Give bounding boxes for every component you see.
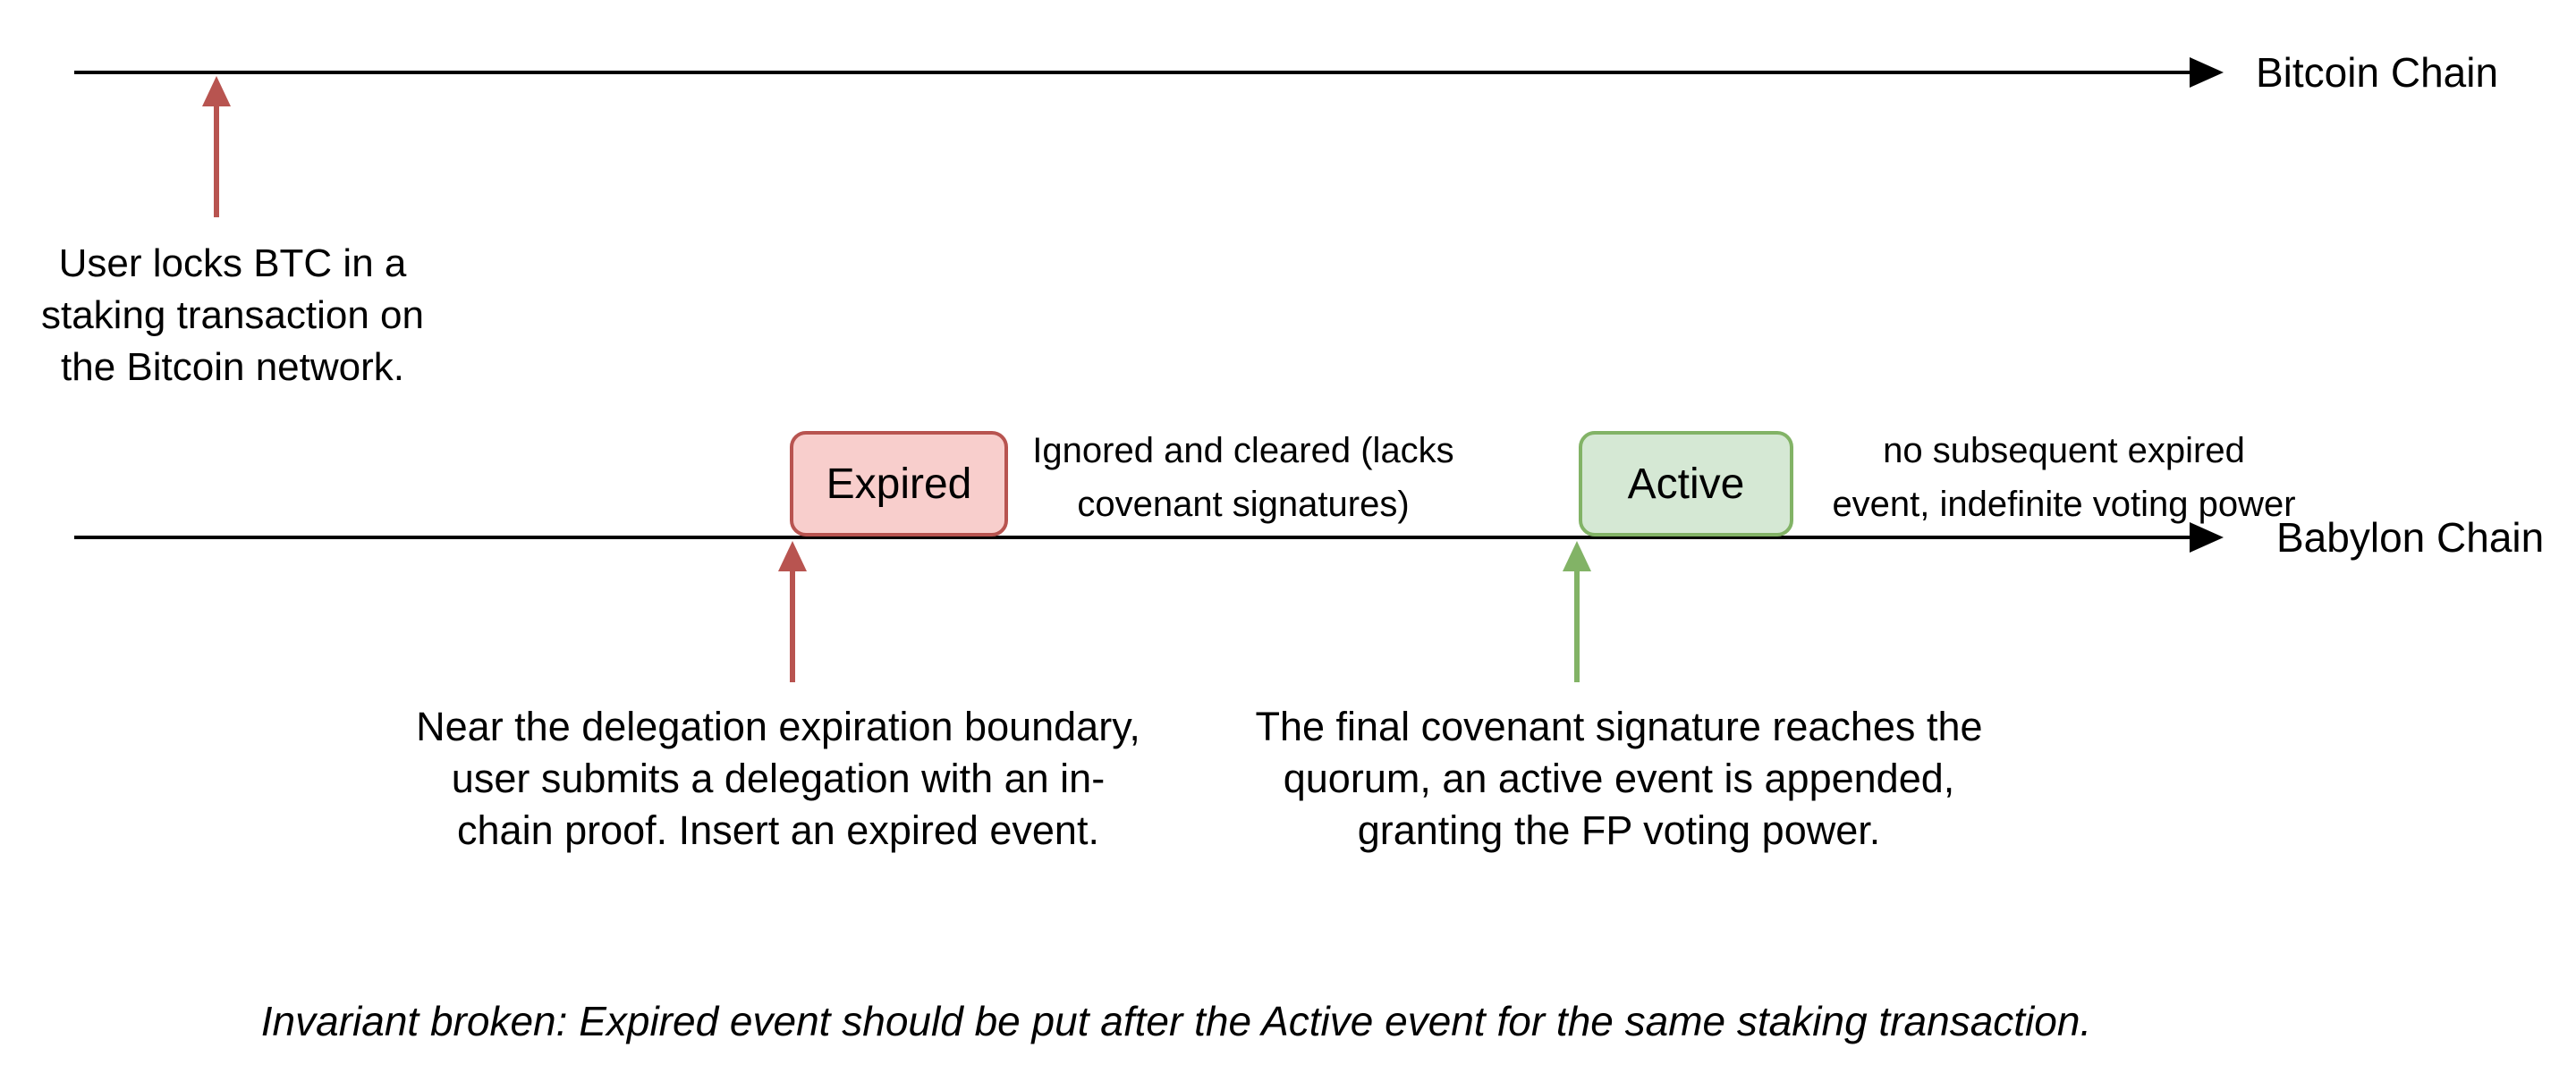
- active-annotation: The final covenant signature reaches the…: [1216, 701, 2021, 857]
- expired-event-label: Expired: [826, 460, 972, 508]
- expired-note: Ignored and cleared (lacks covenant sign…: [1020, 424, 1467, 531]
- lock-annotation-line: the Bitcoin network.: [61, 345, 404, 389]
- active-note-line: event, indefinite voting power: [1832, 485, 2296, 524]
- lock-annotation: User locks BTC in a staking transaction …: [4, 238, 461, 393]
- expired-note-line: covenant signatures): [1077, 485, 1410, 524]
- expired-annotation-line: Near the delegation expiration boundary,: [416, 704, 1140, 749]
- active-annotation-line: granting the FP voting power.: [1357, 807, 1881, 853]
- expired-annotation-line: user submits a delegation with an in-: [451, 756, 1106, 801]
- active-note: no subsequent expired event, indefinite …: [1820, 424, 2308, 531]
- expired-note-line: Ignored and cleared (lacks: [1032, 431, 1454, 470]
- active-event-box: Active: [1579, 431, 1793, 536]
- expired-arrowhead-icon: [778, 541, 807, 571]
- lock-annotation-line: staking transaction on: [40, 293, 425, 337]
- babylon-arrowhead-icon: [2190, 522, 2224, 553]
- bitcoin-timeline-line: [74, 71, 2190, 74]
- active-event-label: Active: [1627, 460, 1745, 508]
- lock-arrowhead-icon: [202, 76, 231, 106]
- expired-arrow-shaft: [790, 568, 795, 682]
- expired-annotation-line: chain proof. Insert an expired event.: [457, 807, 1099, 853]
- active-arrow-shaft: [1574, 568, 1580, 682]
- bitcoin-chain-label: Bitcoin Chain: [2256, 49, 2499, 96]
- lock-annotation-line: User locks BTC in a: [58, 241, 407, 285]
- lock-arrow-shaft: [214, 103, 219, 217]
- active-annotation-line: quorum, an active event is appended,: [1283, 756, 1955, 801]
- active-annotation-line: The final covenant signature reaches the: [1255, 704, 1983, 749]
- bitcoin-arrowhead-icon: [2190, 57, 2224, 88]
- active-note-line: no subsequent expired: [1883, 431, 2245, 470]
- expired-event-box: Expired: [790, 431, 1008, 536]
- active-arrowhead-icon: [1563, 541, 1591, 571]
- invariant-note: Invariant broken: Expired event should b…: [260, 998, 2092, 1044]
- babylon-chain-label: Babylon Chain: [2276, 514, 2545, 561]
- expired-annotation: Near the delegation expiration boundary,…: [376, 701, 1181, 857]
- babylon-timeline-line: [74, 536, 2190, 539]
